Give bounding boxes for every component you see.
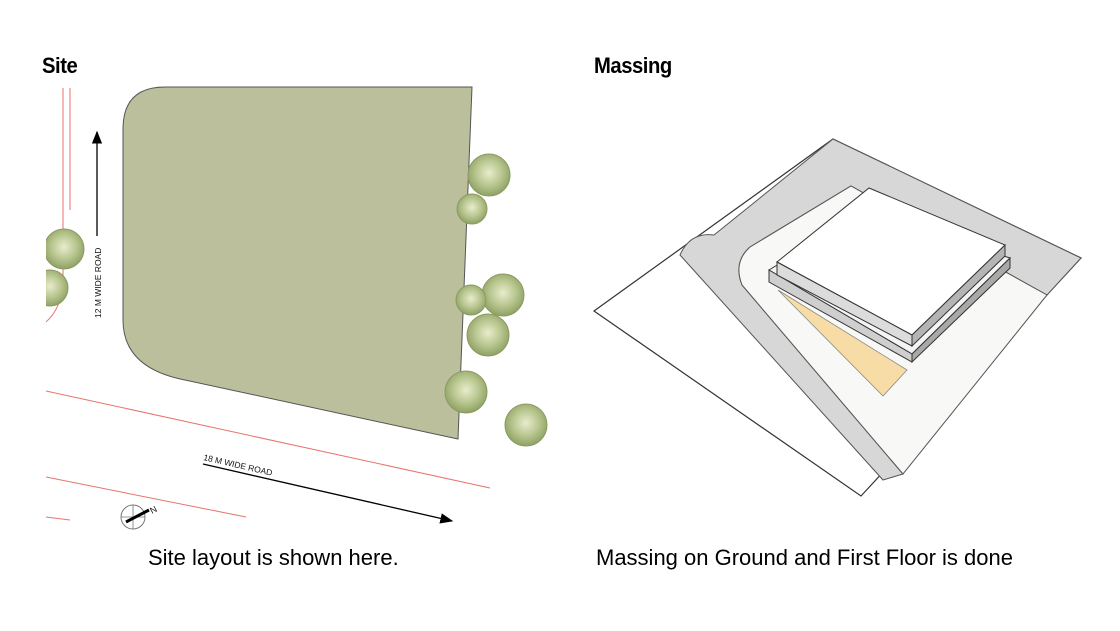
compass-icon: N: [120, 504, 159, 530]
tree-icon: [456, 193, 488, 225]
site-plot: [122, 86, 473, 440]
tree-icon: [467, 153, 511, 197]
tree-icon: [455, 284, 487, 316]
tree-icon: [466, 313, 510, 357]
road-label-18m: 18 M WIDE ROAD: [203, 452, 274, 477]
massing-axonometric: [592, 138, 1082, 497]
road-direction-arrow-horizontal: [202, 463, 454, 524]
tree-icon: [46, 269, 69, 307]
tree-icon: [46, 228, 85, 270]
massing-caption: Massing on Ground and First Floor is don…: [596, 545, 1013, 570]
massing-heading: Massing: [594, 53, 672, 78]
compass-north-label: N: [148, 504, 158, 516]
open-area-highlight: [777, 289, 908, 397]
site-plan: 12 M WIDE ROAD 18 M WIDE ROAD N: [46, 86, 548, 530]
site-caption: Site layout is shown here.: [148, 545, 399, 570]
trees: [46, 153, 548, 447]
tree-icon: [444, 370, 488, 414]
tree-icon: [481, 273, 525, 317]
road-label-12m: 12 M WIDE ROAD: [93, 248, 103, 318]
first-floor-block: [776, 187, 1006, 348]
site-heading: Site: [42, 53, 78, 78]
tree-icon: [504, 403, 548, 447]
